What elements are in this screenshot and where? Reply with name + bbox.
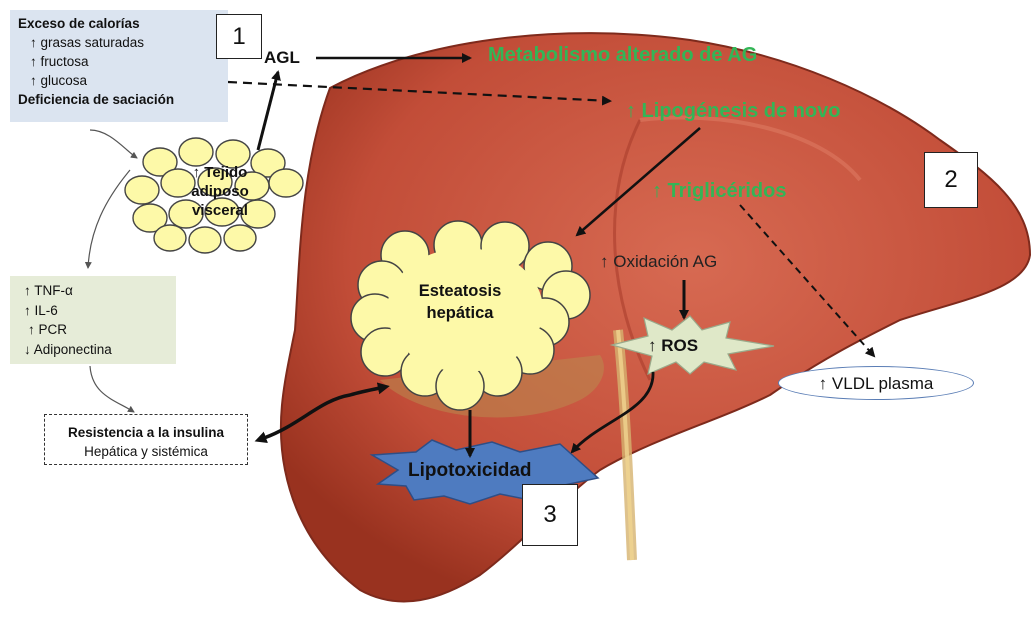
- cause-item: ↑ grasas saturadas: [18, 33, 220, 52]
- insulin-resistance-subtitle: Hepática y sistémica: [45, 442, 247, 461]
- causes-box: Exceso de calorías ↑ grasas saturadas ↑ …: [10, 10, 228, 122]
- visceral-fat-label-line: adiposo: [170, 182, 270, 201]
- triglycerides-label: ↑ Triglicéridos: [652, 180, 786, 203]
- metabolism-label: Metabolismo alterado de AG: [488, 44, 757, 67]
- visceral-fat-label-line: visceral: [170, 201, 270, 220]
- lipogenesis-label: ↑ Lipogénesis de novo: [626, 100, 840, 123]
- ros-label: ↑ ROS: [648, 336, 698, 356]
- causes-footer: Deficiencia de saciación: [18, 90, 220, 109]
- vldl-label: ↑ VLDL plasma: [778, 366, 974, 400]
- number-box-2: 2: [924, 152, 978, 208]
- cytokines-box: ↑ TNF-α ↑ IL-6 ↑ PCR ↓ Adiponectina: [10, 276, 176, 364]
- oxidation-label: ↑ Oxidación AG: [600, 252, 717, 272]
- visceral-fat-label: ↑ Tejido adiposo visceral: [170, 163, 270, 220]
- steatosis-label: Esteatosis hepática: [400, 280, 520, 324]
- insulin-resistance-box: Resistencia a la insulina Hepática y sis…: [44, 414, 248, 465]
- cytokine-item: ↑ TNF-α: [24, 281, 162, 301]
- lipotoxicity-label: Lipotoxicidad: [408, 460, 532, 482]
- cytokine-item: ↑ IL-6: [24, 301, 162, 321]
- insulin-resistance-title: Resistencia a la insulina: [45, 423, 247, 442]
- cytokine-item: ↓ Adiponectina: [24, 340, 162, 360]
- steatosis-label-line: Esteatosis: [400, 280, 520, 302]
- steatosis-label-line: hepática: [400, 302, 520, 324]
- agl-label: AGL: [264, 48, 300, 68]
- cytokine-item: ↑ PCR: [24, 320, 162, 340]
- cause-item: ↑ glucosa: [18, 71, 220, 90]
- visceral-fat-label-line: ↑ Tejido: [170, 163, 270, 182]
- number-box-3: 3: [522, 484, 578, 546]
- number-box-1: 1: [216, 14, 262, 59]
- cause-item: ↑ fructosa: [18, 52, 220, 71]
- causes-heading: Exceso de calorías: [18, 14, 220, 33]
